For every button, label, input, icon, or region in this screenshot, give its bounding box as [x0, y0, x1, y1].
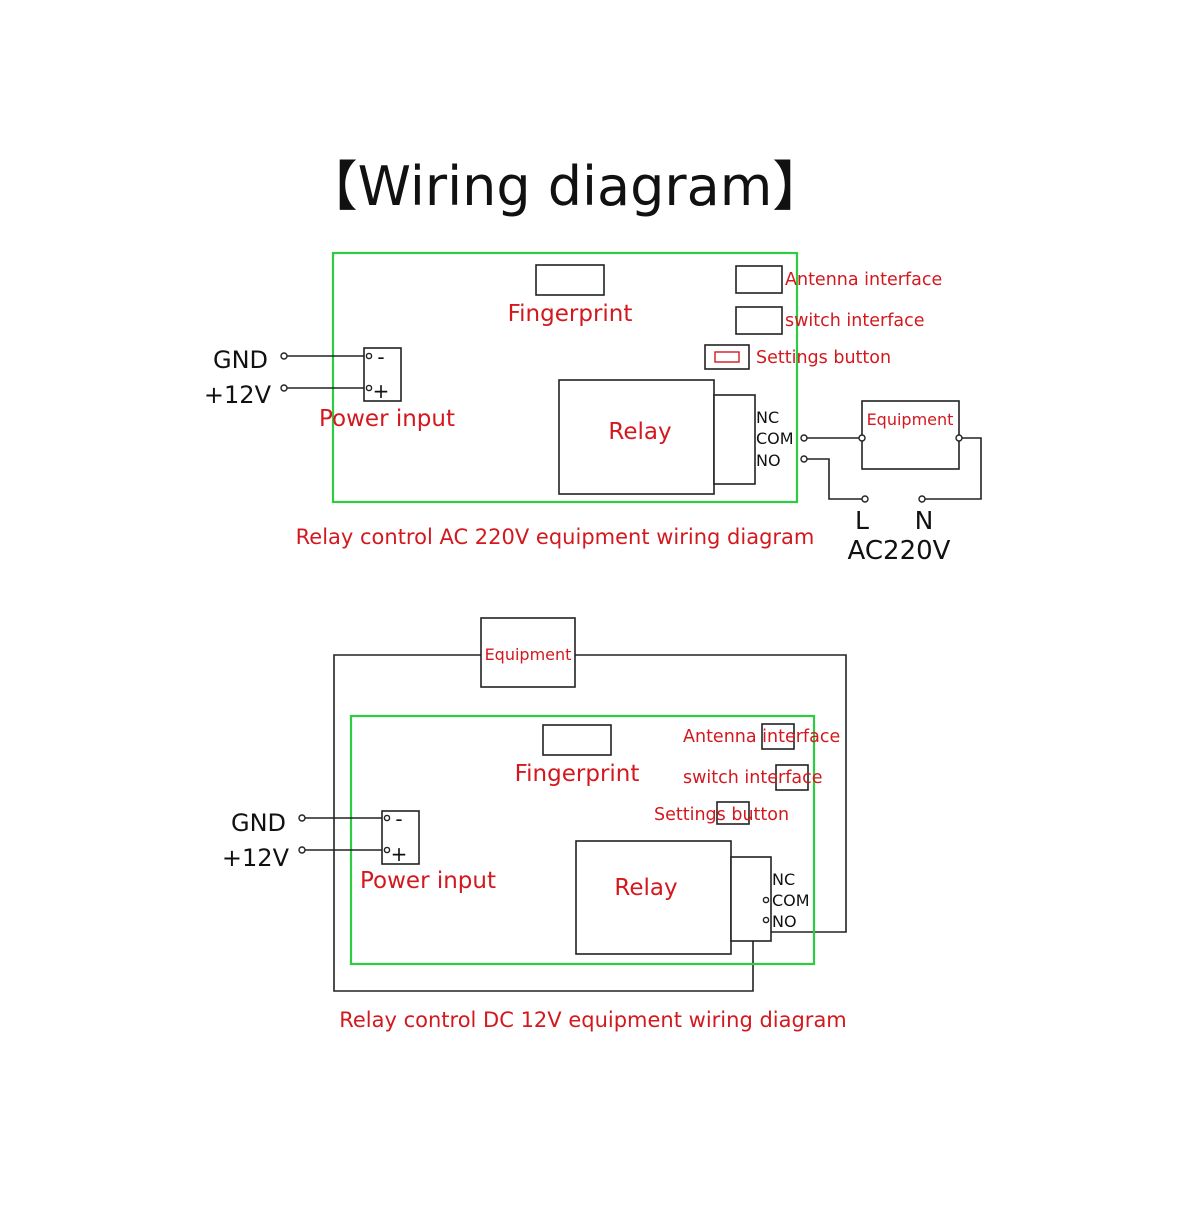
dc-caption: Relay control DC 12V equipment wiring di… — [339, 1008, 847, 1032]
dc-gnd-terminal — [298, 814, 306, 822]
dc-minus-symbol: - — [395, 807, 402, 831]
dc-equipment-box — [480, 617, 576, 688]
dc-nc-label: NC — [772, 870, 795, 889]
ac-diagram: Fingerprint Antenna interface switch int… — [204, 251, 982, 566]
ac-equipment-to-neutral-wire — [923, 437, 982, 500]
dc-fingerprint-module — [542, 724, 612, 756]
ac-12v-label: +12V — [204, 381, 272, 409]
page-title: 【Wiring diagram】 — [304, 155, 827, 218]
dc-equipment-label: Equipment — [485, 645, 572, 664]
dc-com-terminal — [762, 896, 770, 904]
dc-antenna-label: Antenna interface — [683, 727, 840, 747]
ac-equipment-right-terminal — [955, 434, 963, 442]
ac-equipment-left-terminal — [858, 434, 866, 442]
ac-caption: Relay control AC 220V equipment wiring d… — [296, 525, 815, 549]
ac-line-terminal — [861, 495, 869, 503]
dc-plus-symbol: + — [391, 842, 408, 866]
ac-neutral-terminal — [918, 495, 926, 503]
dc-switch-interface — [775, 764, 809, 791]
ac-power-input-label: Power input — [319, 406, 455, 432]
ac-settings-label: Settings button — [756, 348, 891, 368]
ac-relay-terminal-block — [713, 394, 756, 485]
dc-connector-minus-pin — [383, 814, 391, 822]
dc-gnd-label: GND — [231, 809, 286, 837]
ac-com-terminal — [800, 434, 808, 442]
dc-connector-plus-pin — [383, 846, 391, 854]
dc-power-input-label: Power input — [360, 868, 496, 894]
ac-gnd-terminal — [280, 352, 288, 360]
ac-switch-interface — [735, 306, 783, 335]
ac-no-to-line-wire — [807, 458, 862, 500]
ac-settings-button-body — [704, 344, 750, 370]
dc-board-outline — [349, 714, 816, 966]
ac-plus-symbol: + — [373, 379, 390, 403]
ac-gnd-label: GND — [213, 346, 268, 374]
ac-fingerprint-module — [535, 264, 605, 296]
ac-connector-minus-pin — [365, 352, 373, 360]
ac-nc-label: NC — [756, 408, 779, 427]
dc-no-label: NO — [772, 912, 797, 931]
dc-switch-label: switch interface — [683, 768, 822, 788]
ac-no-label: NO — [756, 451, 781, 470]
ac-12v-terminal — [280, 384, 288, 392]
dc-settings-label: Settings button — [654, 805, 789, 825]
ac-antenna-label: Antenna interface — [785, 270, 942, 290]
dc-12v-label: +12V — [222, 844, 290, 872]
dc-12v-terminal — [298, 846, 306, 854]
ac-connector-plus-pin — [365, 384, 373, 392]
ac-fingerprint-label: Fingerprint — [508, 301, 633, 327]
dc-diagram: Equipment Fingerprint Antenna interface … — [222, 617, 847, 1032]
ac-settings-button-key — [714, 351, 740, 363]
ac-relay-label: Relay — [608, 419, 671, 445]
ac-switch-label: switch interface — [785, 311, 924, 331]
dc-fingerprint-label: Fingerprint — [515, 761, 640, 787]
dc-no-terminal — [762, 916, 770, 924]
dc-settings-button-body — [716, 801, 750, 825]
ac-no-terminal — [800, 455, 808, 463]
dc-relay-label: Relay — [614, 875, 677, 901]
ac-board-outline — [331, 251, 799, 504]
dc-antenna-interface — [761, 723, 795, 750]
ac-antenna-interface — [735, 265, 783, 294]
ac-equipment-label: Equipment — [867, 410, 954, 429]
ac-com-label: COM — [756, 429, 794, 448]
ac-supply-label: AC220V — [848, 536, 951, 566]
ac-line-label: L — [855, 506, 869, 535]
ac-minus-symbol: - — [377, 345, 384, 369]
dc-relay — [575, 840, 732, 955]
ac-neutral-label: N — [915, 506, 934, 535]
dc-com-label: COM — [772, 891, 810, 910]
